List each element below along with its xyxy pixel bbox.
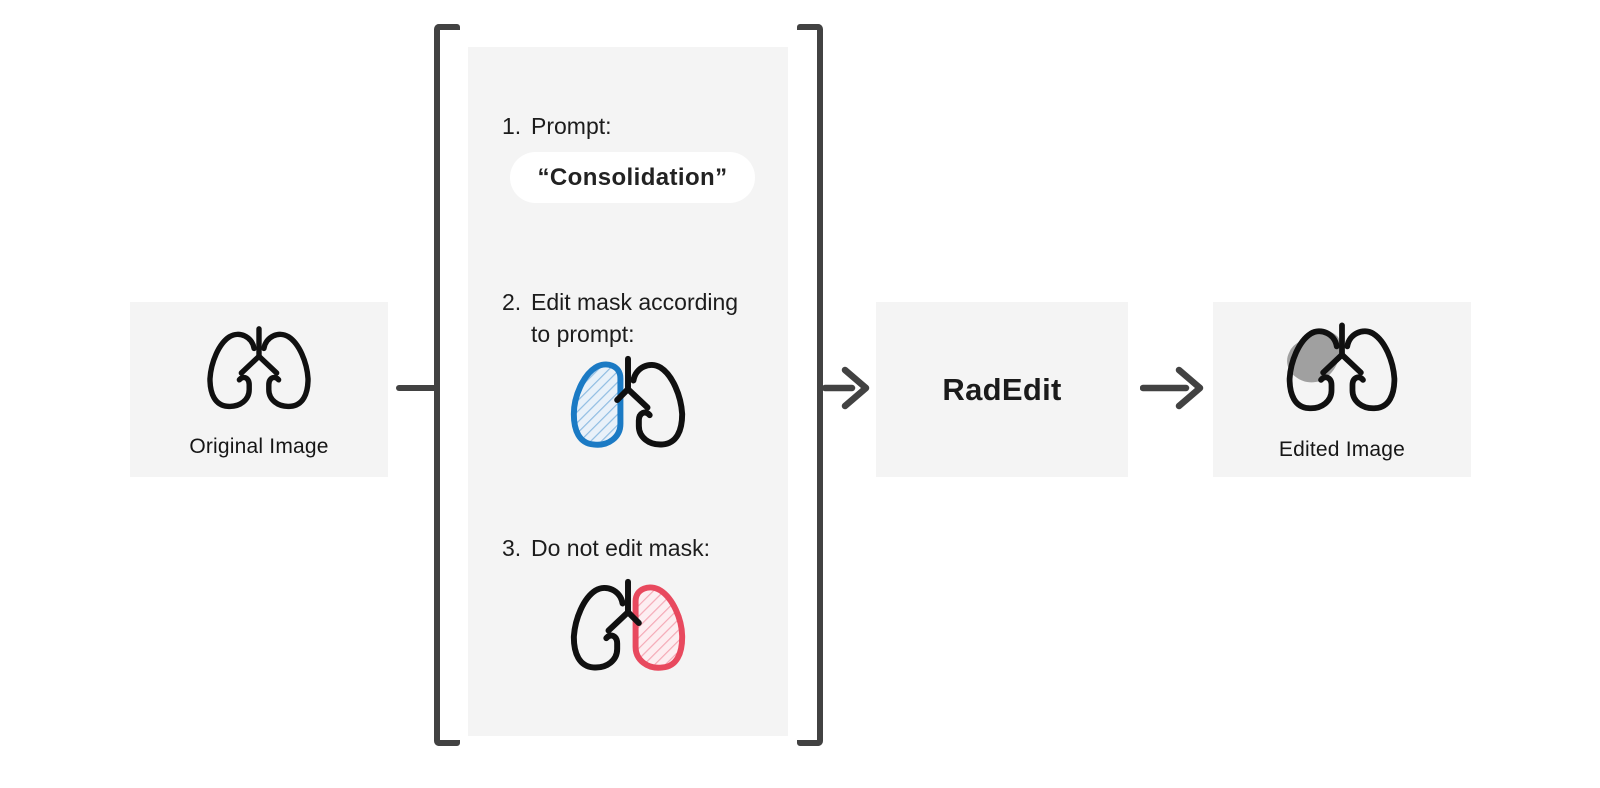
conditions-panel: 1. Prompt: “Consolidation” 2. Edit mask … (468, 47, 788, 736)
bronchus-left (1320, 351, 1345, 376)
bronchus-left (238, 353, 262, 376)
raddedit-label: RadEdit (942, 371, 1062, 407)
connector-line (396, 385, 437, 391)
step-do-not-edit-number: 3. (502, 535, 522, 561)
step-do-not-edit-text: Do not edit mask: (531, 535, 710, 561)
right-lung (261, 331, 311, 409)
edit-mask-left-lung (570, 361, 624, 448)
step-edit-mask: 2. Edit mask according to prompt: (502, 287, 749, 350)
bronchus-right (625, 609, 642, 626)
left-lung (570, 584, 626, 671)
original-image-box: Original Image (130, 302, 388, 477)
do-not-edit-right-lung (632, 584, 686, 671)
right-lung (630, 361, 686, 448)
raddedit-model-box: RadEdit (876, 302, 1128, 477)
left-lung (207, 331, 257, 409)
prompt-pill-text: “Consolidation” (537, 163, 728, 191)
right-bracket (797, 24, 823, 746)
original-image-label: Original Image (189, 434, 329, 458)
left-lung (1286, 328, 1340, 412)
step-edit-mask-text: Edit mask according to prompt: (531, 289, 739, 347)
prompt-pill: “Consolidation” (510, 152, 755, 203)
edited-image-label: Edited Image (1278, 438, 1406, 461)
step-prompt-number: 1. (502, 113, 522, 139)
edited-image-box: Edited Image (1213, 302, 1471, 477)
lungs-consolidation-icon (1286, 322, 1398, 412)
step-prompt-text: Prompt: (531, 113, 612, 139)
lungs-edit-mask-icon (570, 355, 686, 448)
bronchus-left (605, 609, 631, 634)
right-lung (1344, 328, 1398, 412)
step-do-not-edit-mask: 3. Do not edit mask: (502, 533, 710, 565)
lungs-icon (207, 325, 311, 409)
lungs-do-not-edit-mask-icon (570, 578, 686, 671)
step-edit-mask-number: 2. (502, 289, 522, 315)
arrow-right-icon (1140, 366, 1204, 410)
step-prompt: 1. Prompt: (502, 111, 612, 143)
left-bracket (434, 24, 460, 746)
bronchus-right (1339, 351, 1364, 376)
bronchus-right (625, 386, 651, 411)
arrow-right-icon (822, 366, 870, 410)
bronchus-right (256, 353, 280, 376)
